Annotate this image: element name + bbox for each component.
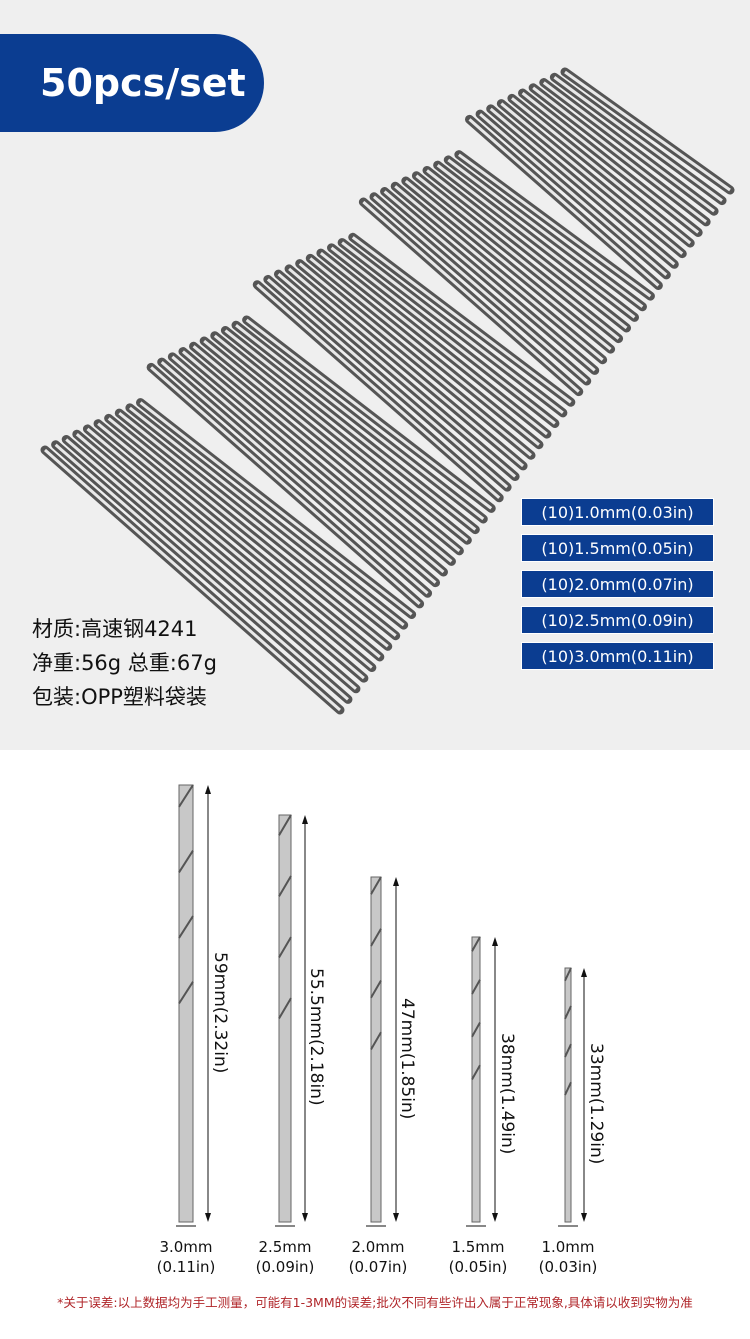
drill-bit-highlight [256,283,501,499]
length-label: 47mm(1.85in) [397,998,417,1120]
product-hero: 50pcs/set 材质:高速钢4241 净重:56g 总重:67g 包装:OP… [0,0,750,750]
drill-bit-highlight [277,273,517,478]
diameter-in: (0.09in) [255,1258,315,1276]
drill-bit-highlight [553,76,723,202]
size-list: (10)1.0mm(0.03in) (10)1.5mm(0.05in) (10)… [521,498,714,678]
drill-bit-highlight [351,236,572,404]
diameter-caption: 1.0mm (0.03in) [523,1237,613,1277]
drill-bit-highlight [65,438,357,690]
diameter-mm: 1.0mm [541,1238,595,1256]
drill-bit-highlight [341,241,564,415]
flute-pattern [564,967,572,1096]
length-label: 38mm(1.49in) [497,1033,517,1155]
diameter-caption: 2.0mm (0.07in) [333,1237,423,1277]
drill-bit-highlight [128,406,405,627]
size-badge: (10)3.0mm(0.11in) [521,642,714,670]
drill-bit-highlight [75,433,365,680]
size-badge: (10)1.0mm(0.03in) [521,498,714,526]
drill-bit-highlight [394,185,604,361]
length-label: 33mm(1.29in) [586,1043,606,1165]
drill-bit-highlight [330,246,556,425]
set-count-badge: 50pcs/set [0,34,264,132]
drill-bits-bundle-image [40,67,735,715]
spec-packaging: 包装:OPP塑料袋装 [32,685,207,709]
drill-bit-highlight [426,169,628,330]
drill-bit-highlight [309,257,540,446]
drill-bit-highlight [436,163,636,319]
drill-bit-highlight [288,267,525,468]
flute-pattern [471,936,481,1080]
diameter-mm: 2.0mm [351,1238,405,1256]
drill-bit-highlight [150,366,421,606]
size-badge: (10)2.5mm(0.09in) [521,606,714,634]
drill-bit-highlight [479,112,668,277]
drill-bit-highlight [457,153,652,298]
drill-bit [471,936,481,1223]
diameter-in: (0.11in) [156,1258,216,1276]
drill-bit-highlight [362,200,580,393]
drill-bit [278,814,292,1223]
diameter-mm: 3.0mm [159,1238,213,1256]
drill-bit-highlight [203,339,461,552]
size-badge: (10)1.5mm(0.05in) [521,534,714,562]
size-badge: (10)2.0mm(0.07in) [521,570,714,598]
drill-bit-highlight [224,329,477,531]
drill-bit-highlight [298,262,532,457]
length-label: 55.5mm(2.18in) [306,968,326,1106]
diameter-mm: 2.5mm [258,1238,312,1256]
drill-bit-highlight [383,190,596,372]
drill-bit-highlight [213,334,469,542]
drill-bit-highlight [266,278,509,489]
drill-bit-highlight [510,97,692,245]
drill-bit-highlight [171,355,437,584]
diameter-in: (0.07in) [348,1258,408,1276]
drill-bit-highlight [181,350,445,574]
drill-bit [178,784,194,1223]
drill-bit-highlight [319,251,548,436]
drill-bit-highlight [97,422,381,659]
drill-bit-highlight [44,448,341,712]
diameter-in: (0.03in) [538,1258,598,1276]
drill-bit-highlight [489,107,676,266]
drill-dimension-diagram [176,784,587,1227]
drill-bit-highlight [500,102,684,255]
spec-material: 材质:高速钢4241 [32,617,198,641]
flute-pattern [278,814,292,1020]
drill-bit-highlight [245,318,493,510]
diameter-mm: 1.5mm [451,1238,505,1256]
drill-bit-highlight [564,70,731,192]
drill-bit-highlight [468,118,660,287]
drill-bit-highlight [118,411,397,637]
diameter-caption: 2.5mm (0.09in) [240,1237,330,1277]
drill-bit [370,876,382,1223]
drill-bit-highlight [160,360,429,595]
flute-pattern [178,784,194,1005]
drill-bit-highlight [447,158,644,308]
length-label: 59mm(2.32in) [210,952,230,1074]
spec-weight: 净重:56g 总重:67g [32,651,217,675]
drill-bit-highlight [54,443,349,701]
drill-bit-highlight [86,427,373,669]
drill-bit-highlight [521,91,700,234]
drill-bit-highlight [235,324,485,521]
drill-bit-highlight [532,86,708,224]
diameter-in: (0.05in) [448,1258,508,1276]
flute-pattern [370,876,382,1051]
drill-bit-highlight [542,81,715,213]
diameter-caption: 3.0mm (0.11in) [141,1237,231,1277]
drill-bit-highlight [372,195,588,383]
drill-bit-highlight [415,174,620,340]
measurement-disclaimer: *关于误差:以上数据均为手工测量，可能有1-3MM的误差;批次不同有些许出入属于… [57,1295,693,1310]
specs: 材质:高速钢4241 净重:56g 总重:67g 包装:OPP塑料袋装 [32,612,217,714]
drill-bit-highlight [107,417,389,648]
drill-bit-highlight [192,345,453,563]
drill-bit-highlight [139,401,413,616]
drill-bit-highlight [404,179,612,351]
diameter-caption: 1.5mm (0.05in) [433,1237,523,1277]
